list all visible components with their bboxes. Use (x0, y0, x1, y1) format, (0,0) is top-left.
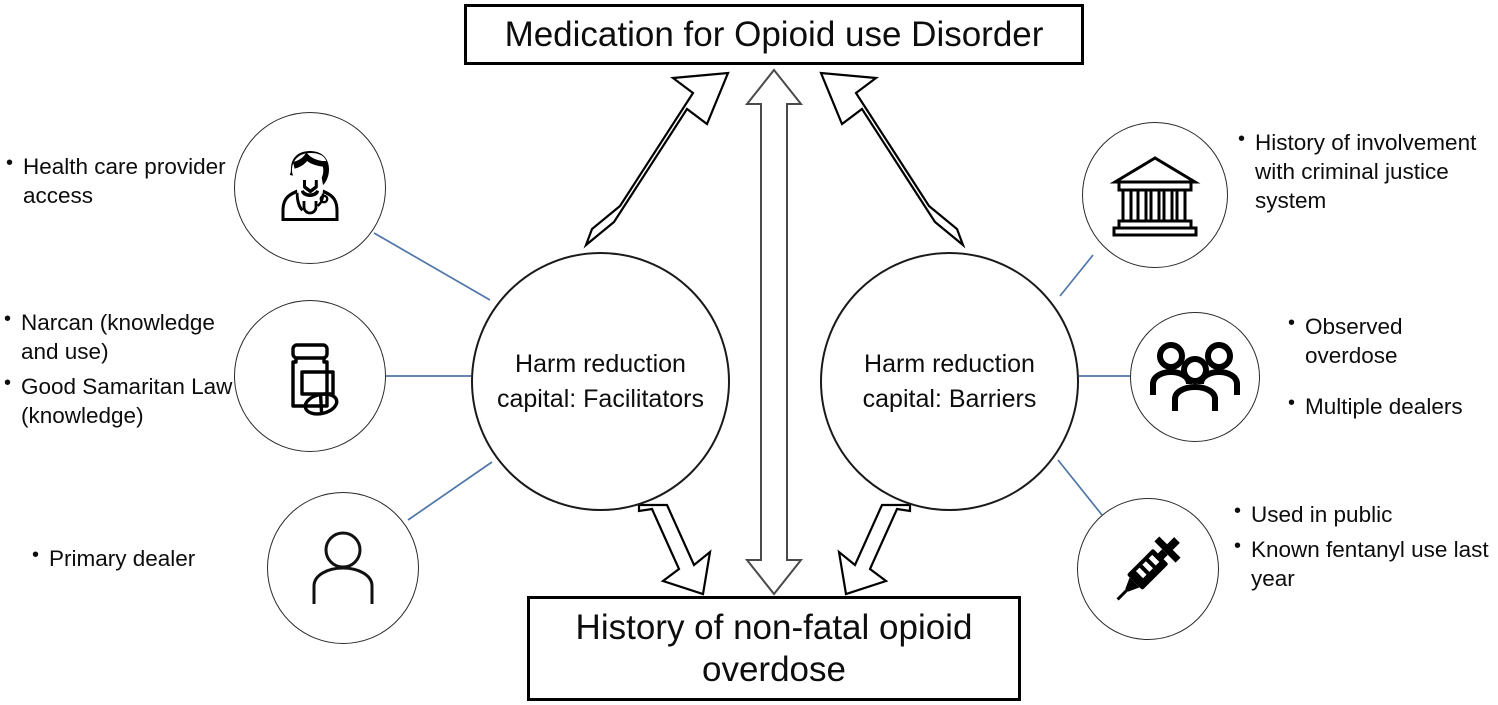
list-item: Narcan (knowledge and use) (2, 307, 242, 366)
pill-bottle-icon (262, 328, 358, 424)
list-item: Good Samaritan Law (knowledge) (2, 371, 242, 430)
icon-circle-syringe[interactable] (1077, 498, 1219, 640)
list-item: Primary dealer (30, 543, 245, 573)
list-item: Observed overdose (1286, 311, 1498, 370)
node-harm-reduction-capital-facilitators[interactable]: Harm reduction capital: Facilitators (471, 252, 730, 511)
icon-circle-group-of-people[interactable] (1130, 312, 1260, 442)
arrow-moud-overdose-bidirectional (744, 68, 804, 596)
label-used-in-public-known-fentanyl: Used in public Known fentanyl use last y… (1232, 499, 1494, 594)
label-health-care-provider-access: Health care provider access (4, 151, 236, 211)
icon-circle-person[interactable] (267, 492, 419, 644)
syringe-icon (1103, 524, 1193, 614)
bullet-list: Primary dealer (30, 543, 245, 573)
connector-courthouse-to-barriers (1059, 254, 1094, 297)
label-observed-overdose-multiple-dealers: Observed overdose Multiple dealers (1286, 311, 1498, 422)
hub-right-label: Harm reduction capital: Barriers (862, 350, 1037, 413)
bottom-box-label: History of non-fatal opioid overdose (575, 608, 973, 689)
list-item: Used in public (1232, 499, 1494, 529)
bullet-list: History of involvement with criminal jus… (1236, 127, 1488, 215)
arrow-barriers-to-overdose (837, 503, 912, 596)
node-history-of-non-fatal-opioid-overdose[interactable]: History of non-fatal opioid overdose (527, 596, 1021, 701)
label-narcan-and-good-samaritan: Narcan (knowledge and use) Good Samarita… (2, 307, 242, 431)
node-harm-reduction-capital-barriers[interactable]: Harm reduction capital: Barriers (820, 252, 1079, 511)
label-primary-dealer: Primary dealer (30, 543, 245, 574)
bullet-list: Used in public Known fentanyl use last y… (1232, 499, 1494, 593)
connector-syringe-to-barriers (1057, 459, 1103, 516)
list-item: Health care provider access (4, 151, 236, 210)
label-criminal-justice-involvement: History of involvement with criminal jus… (1236, 127, 1488, 216)
arrow-barriers-to-moud (819, 71, 966, 249)
icon-circle-doctor[interactable] (234, 112, 386, 264)
connector-doctor-to-facilitators (373, 232, 491, 301)
top-box-label: Medication for Opioid use Disorder (504, 14, 1044, 54)
arrow-facilitators-to-moud (583, 71, 730, 249)
courthouse-icon (1109, 149, 1201, 241)
bullet-list: Narcan (knowledge and use) Good Samarita… (2, 307, 242, 430)
bullet-list: Observed overdose Multiple dealers (1286, 311, 1498, 421)
group-of-people-icon (1149, 339, 1241, 415)
person-icon (293, 518, 393, 618)
list-item: Multiple dealers (1286, 391, 1498, 421)
list-item: History of involvement with criminal jus… (1236, 127, 1488, 215)
connector-person-to-facilitators (407, 461, 493, 521)
bullet-list: Health care provider access (4, 151, 236, 210)
icon-circle-pill-bottle[interactable] (234, 300, 386, 452)
doctor-icon (262, 140, 358, 236)
icon-circle-courthouse[interactable] (1082, 122, 1228, 268)
list-item: Known fentanyl use last year (1232, 534, 1494, 593)
hub-left-label: Harm reduction capital: Facilitators (496, 350, 705, 413)
arrow-facilitators-to-overdose (637, 503, 712, 596)
node-medication-for-opioid-use-disorder[interactable]: Medication for Opioid use Disorder (464, 4, 1084, 65)
